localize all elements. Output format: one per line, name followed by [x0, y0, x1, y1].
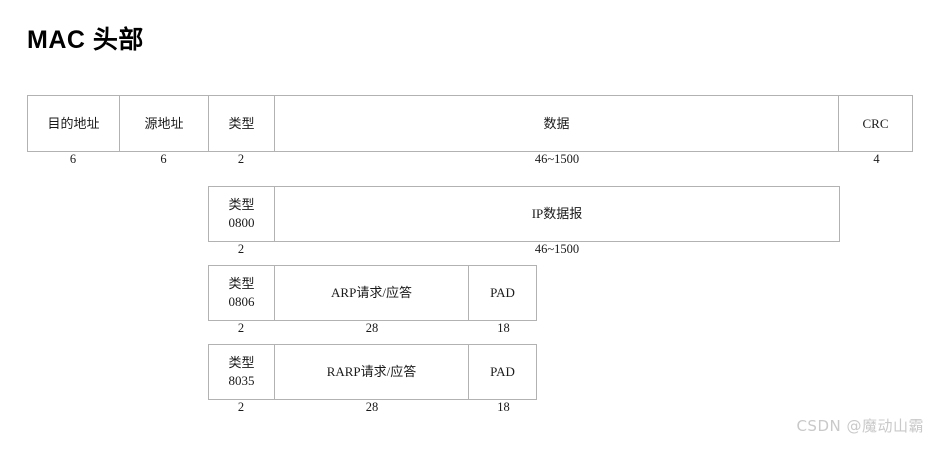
size-label-source-address: 6 — [160, 152, 167, 166]
csdn-watermark: CSDN @魔动山霸 — [796, 417, 924, 435]
packet-row-rarp-frame: 类型 8035 RARP请求/应答 PAD — [208, 344, 537, 400]
cell-rarp-pad: PAD — [490, 364, 515, 380]
cell-source-address: 源地址 — [120, 96, 209, 151]
size-label-data: 46~1500 — [534, 152, 580, 166]
packet-row-ethernet-frame: 目的地址 源地址 类型 数据 CRC — [27, 95, 913, 152]
size-label-destination-address: 6 — [69, 152, 77, 166]
cell-arp-request-reply: ARP请求/应答 — [275, 266, 469, 320]
cell-type-0800: 类型 0800 — [209, 187, 275, 241]
size-label-type-0800: 2 — [237, 242, 245, 256]
cell-ip-datagram: IP数据报 — [531, 206, 583, 222]
cell-type-8035: 类型 8035 — [209, 345, 275, 399]
size-label-type: 2 — [237, 152, 245, 166]
cell-arp-pad: PAD — [490, 285, 515, 301]
size-label-ip-datagram: 46~1500 — [534, 242, 580, 256]
size-label-type-0806: 2 — [237, 321, 245, 335]
cell-type-0806: 类型 0806 — [209, 266, 275, 320]
page-title: MAC 头部 — [27, 26, 144, 54]
cell-rarp-request-reply: RARP请求/应答 — [275, 345, 469, 399]
size-label-arp-pad: 18 — [497, 321, 510, 335]
size-label-type-8035: 2 — [237, 400, 245, 414]
packet-row-ip-datagram-frame: 类型 0800 IP数据报 — [208, 186, 840, 242]
cell-data: 数据 — [275, 96, 839, 151]
cell-crc: CRC — [862, 115, 889, 131]
size-label-rarp-pad: 18 — [497, 400, 510, 414]
size-label-arp-request-reply: 28 — [365, 321, 379, 335]
packet-row-arp-frame: 类型 0806 ARP请求/应答 PAD — [208, 265, 537, 321]
size-label-rarp-request-reply: 28 — [365, 400, 379, 414]
size-label-crc: 4 — [873, 152, 880, 166]
cell-destination-address: 目的地址 — [28, 96, 120, 151]
cell-type: 类型 — [209, 96, 275, 151]
